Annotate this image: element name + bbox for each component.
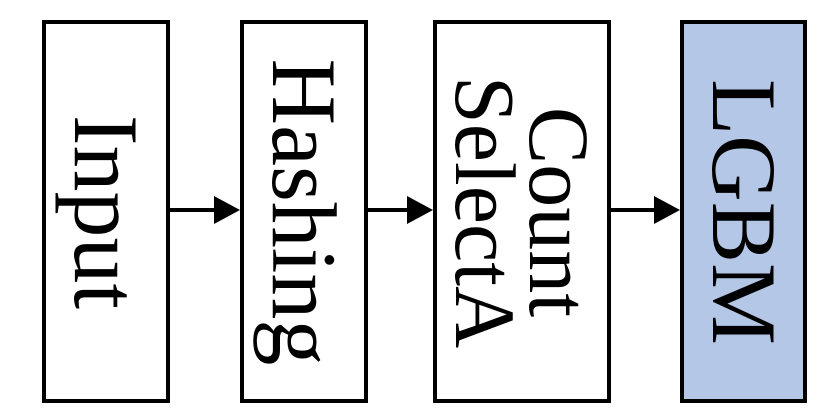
hashing-label: Hashing bbox=[253, 58, 355, 365]
arrow-shaft bbox=[368, 208, 409, 212]
count-selecta-node: Count SelectA bbox=[433, 20, 611, 403]
lgbm-node: LGBM bbox=[680, 20, 807, 403]
input-node: Input bbox=[42, 20, 170, 403]
arrow-shaft bbox=[611, 208, 656, 212]
arrow-head bbox=[407, 196, 433, 224]
selecta-label: SelectA bbox=[437, 75, 533, 348]
input-label-wrap: Input bbox=[55, 114, 157, 309]
count-label: Count bbox=[511, 106, 607, 317]
arrow-shaft bbox=[170, 208, 216, 212]
lgbm-label-wrap: LGBM bbox=[692, 78, 795, 345]
hashing-label-wrap: Hashing bbox=[253, 58, 355, 365]
input-label: Input bbox=[55, 114, 157, 309]
arrow-head bbox=[214, 196, 240, 224]
count-selecta-label-wrap: Count SelectA bbox=[437, 75, 607, 348]
hashing-node: Hashing bbox=[240, 20, 368, 403]
arrow-head bbox=[654, 196, 680, 224]
lgbm-label: LGBM bbox=[692, 78, 795, 345]
